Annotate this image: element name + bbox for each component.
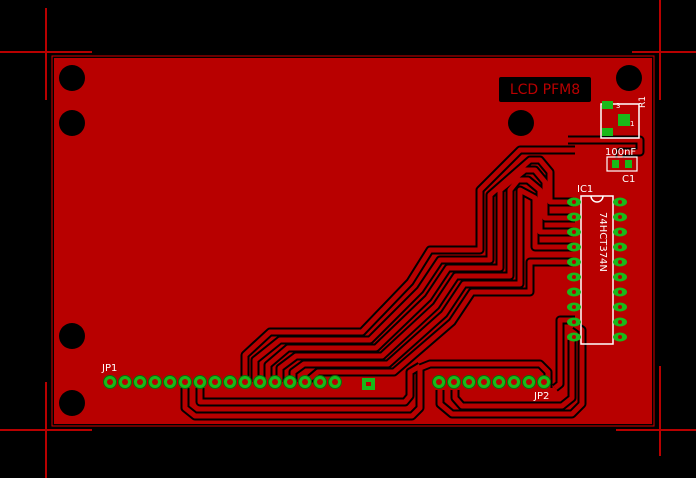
pad[interactable] bbox=[613, 287, 627, 297]
board-outline bbox=[51, 55, 655, 427]
pad[interactable] bbox=[567, 197, 581, 207]
pad[interactable] bbox=[567, 242, 581, 252]
pad[interactable] bbox=[537, 375, 551, 389]
copper-traces bbox=[182, 137, 643, 419]
pad[interactable] bbox=[477, 375, 491, 389]
pad[interactable] bbox=[567, 212, 581, 222]
pad[interactable] bbox=[238, 375, 252, 389]
pad[interactable] bbox=[223, 375, 237, 389]
board-title-label: LCD PFM8 bbox=[499, 77, 591, 102]
pad[interactable] bbox=[253, 375, 267, 389]
pad[interactable] bbox=[283, 375, 297, 389]
r1-pin-mark: 3 bbox=[616, 102, 620, 110]
pad[interactable] bbox=[492, 375, 506, 389]
pad[interactable] bbox=[613, 227, 627, 237]
mounting-hole bbox=[59, 390, 85, 416]
pad[interactable] bbox=[178, 375, 192, 389]
resistor-r1[interactable]: R1 1 3 bbox=[600, 96, 648, 139]
pad[interactable] bbox=[133, 375, 147, 389]
ic1-pins-left bbox=[567, 197, 581, 342]
ic1-label: IC1 bbox=[577, 184, 593, 195]
c1-pad[interactable] bbox=[612, 160, 619, 168]
pad[interactable] bbox=[148, 375, 162, 389]
header-jp2[interactable]: JP2 bbox=[432, 375, 551, 403]
mounting-hole bbox=[59, 323, 85, 349]
r1-label: R1 bbox=[638, 96, 648, 108]
pad[interactable] bbox=[613, 272, 627, 282]
pad[interactable] bbox=[613, 197, 627, 207]
board-title-text: LCD PFM8 bbox=[510, 82, 580, 98]
jp1-label: JP1 bbox=[101, 363, 117, 374]
pad[interactable] bbox=[447, 375, 461, 389]
jp1-pins bbox=[103, 375, 342, 389]
mounting-hole bbox=[508, 110, 534, 136]
pad[interactable] bbox=[208, 375, 222, 389]
pad[interactable] bbox=[432, 375, 446, 389]
jp2-pins bbox=[432, 375, 551, 389]
r1-pin-mark: 1 bbox=[630, 120, 634, 128]
square-via-hole bbox=[366, 382, 371, 386]
mounting-hole bbox=[59, 65, 85, 91]
pad[interactable] bbox=[567, 317, 581, 327]
pad[interactable] bbox=[613, 257, 627, 267]
pad[interactable] bbox=[507, 375, 521, 389]
mounting-hole bbox=[59, 110, 85, 136]
c1-silkscreen-outline bbox=[606, 156, 638, 172]
pad[interactable] bbox=[328, 375, 342, 389]
pad[interactable] bbox=[193, 375, 207, 389]
r1-pad[interactable] bbox=[602, 101, 613, 109]
pad[interactable] bbox=[567, 302, 581, 312]
pad[interactable] bbox=[613, 332, 627, 342]
pad[interactable] bbox=[613, 242, 627, 252]
pad[interactable] bbox=[567, 287, 581, 297]
pad[interactable] bbox=[567, 332, 581, 342]
r1-pad[interactable] bbox=[602, 128, 613, 136]
ic-ic1[interactable]: IC1 74HCT374N bbox=[567, 184, 627, 345]
c1-label: C1 bbox=[622, 174, 635, 185]
pad[interactable] bbox=[462, 375, 476, 389]
pad[interactable] bbox=[313, 375, 327, 389]
pad[interactable] bbox=[567, 272, 581, 282]
pad[interactable] bbox=[522, 375, 536, 389]
pad[interactable] bbox=[163, 375, 177, 389]
pad[interactable] bbox=[613, 317, 627, 327]
header-jp1[interactable]: JP1 bbox=[101, 363, 342, 389]
pad[interactable] bbox=[567, 227, 581, 237]
mounting-holes bbox=[59, 65, 642, 416]
pad[interactable] bbox=[613, 212, 627, 222]
ic1-notch bbox=[590, 195, 604, 203]
ic1-value: 74HCT374N bbox=[597, 212, 608, 272]
pad[interactable] bbox=[613, 302, 627, 312]
c1-pad[interactable] bbox=[625, 160, 632, 168]
pad[interactable] bbox=[103, 375, 117, 389]
board-title-box bbox=[499, 77, 591, 102]
capacitor-c1[interactable]: 100nF C1 bbox=[605, 147, 638, 185]
pad[interactable] bbox=[298, 375, 312, 389]
pad[interactable] bbox=[567, 257, 581, 267]
r1-silkscreen-outline bbox=[600, 103, 640, 139]
mounting-hole bbox=[616, 65, 642, 91]
jp2-label: JP2 bbox=[533, 391, 549, 402]
c1-value: 100nF bbox=[605, 147, 636, 158]
pad[interactable] bbox=[118, 375, 132, 389]
ic1-silkscreen-body bbox=[580, 195, 614, 345]
r1-pad[interactable] bbox=[618, 114, 630, 126]
ic1-pins-right bbox=[613, 197, 627, 342]
pad[interactable] bbox=[268, 375, 282, 389]
